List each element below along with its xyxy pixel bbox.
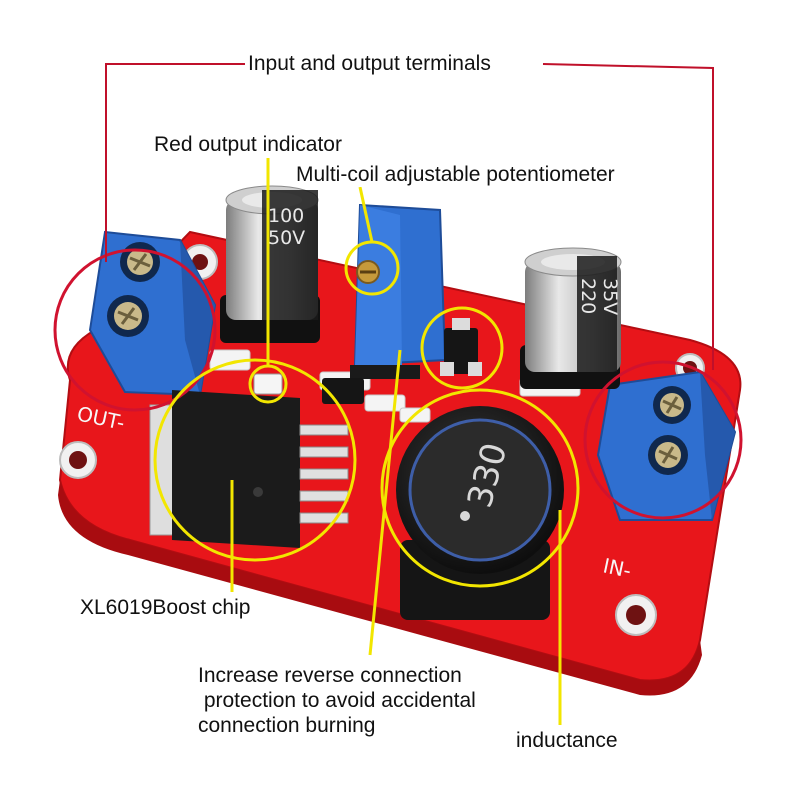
label-protection: Increase reverse connection protection t…: [198, 664, 476, 737]
leader-terminals-right: [542, 63, 714, 370]
xl6019-chip: [149, 390, 349, 548]
callout-circle-inductor: [380, 388, 580, 588]
capacitor-right-value: 220: [577, 278, 599, 314]
callout-circle-chip: [153, 358, 357, 562]
capacitor-left: 100 50V: [220, 185, 320, 343]
label-terminals: Input and output terminals: [248, 51, 491, 76]
leader-terminals-left: [105, 63, 245, 262]
capacitor-right-voltage: 35V: [599, 278, 621, 315]
leader-protection: [368, 349, 402, 656]
protection-diode: [440, 318, 482, 376]
label-potentiometer: Multi-coil adjustable potentiometer: [296, 162, 615, 187]
terminal-block-input: [596, 370, 737, 521]
capacitor-right: 35V 220: [520, 247, 622, 389]
callout-circle-input-terminal: [583, 360, 743, 520]
callout-circle-diode: [420, 306, 504, 390]
capacitor-left-value: 100: [268, 205, 304, 227]
label-inductance: inductance: [516, 728, 618, 753]
terminal-block-output: [88, 230, 217, 397]
label-chip: XL6019Boost chip: [80, 595, 251, 620]
callout-circle-output-terminal: [53, 248, 217, 412]
inductor: 330: [396, 406, 564, 620]
label-indicator: Red output indicator: [154, 132, 342, 157]
leader-potentiometer: [358, 186, 374, 243]
capacitor-left-voltage: 50V: [268, 227, 305, 249]
red-output-led: [253, 373, 283, 395]
mounting-hole-bottom-left: [59, 441, 97, 479]
in-silkscreen: IN-: [601, 553, 633, 582]
mounting-hole-bottom-right: [615, 594, 657, 636]
